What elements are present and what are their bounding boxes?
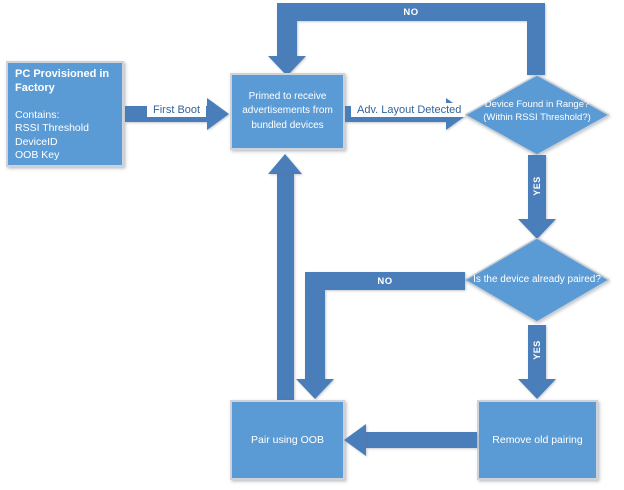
edge-label-not-paired-no: NO — [377, 275, 393, 287]
factory-contains-heading: Contains: — [15, 108, 60, 121]
edge-label-first-boot: First Boot — [147, 103, 207, 117]
node-primed-to-receive: Primed to receive advertisements from bu… — [230, 73, 345, 150]
decision-already-paired-label: Is the device already paired? — [473, 274, 601, 285]
edge-pair-to-primed-shaft — [277, 174, 294, 400]
edge-label-paired-yes: YES — [532, 340, 542, 360]
no-loop-arrowhead-icon — [268, 56, 306, 76]
remove-to-pair-arrowhead-icon — [344, 424, 366, 456]
spacer — [15, 96, 115, 109]
decision-device-found-label: Device Found in Range? (Within RSSI Thre… — [467, 99, 607, 125]
node-pair-using-oob: Pair using OOB — [230, 400, 345, 480]
paired-yes-arrowhead-icon — [518, 379, 556, 399]
node-pc-provisioned: PC Provisioned in Factory Contains: RSSI… — [6, 61, 124, 167]
edge-remove-to-pair-shaft — [366, 432, 477, 448]
edge-no-loop-vertical-left — [277, 21, 297, 56]
factory-item-deviceid: DeviceID — [15, 135, 58, 148]
found-yes-arrowhead-icon — [518, 219, 556, 239]
edge-not-paired-horizontal: NO — [305, 272, 465, 290]
factory-item-oobkey: OOB Key — [15, 149, 60, 162]
not-paired-arrowhead-icon — [296, 379, 334, 399]
node-remove-old-pairing: Remove old pairing — [477, 400, 598, 480]
edge-found-yes-shaft — [528, 155, 546, 219]
first-boot-arrowhead-icon — [207, 98, 229, 130]
decision-device-found — [465, 75, 609, 155]
edge-label-found-yes: YES — [532, 176, 542, 196]
node-pc-provisioned-title: PC Provisioned in Factory — [15, 68, 110, 94]
factory-item-rssi: RSSI Threshold — [15, 122, 89, 135]
node-remove-old-pairing-label: Remove old pairing — [492, 434, 583, 446]
node-primed-label: Primed to receive advertisements from bu… — [242, 90, 333, 131]
edge-label-no-loop: NO — [403, 6, 419, 18]
edge-label-adv-layout: Adv. Layout Detected — [351, 103, 468, 117]
edge-no-loop-vertical-right — [527, 21, 545, 75]
edge-no-loop-horizontal: NO — [277, 3, 545, 21]
decision-device-found-line1: Device Found in Range? — [484, 99, 590, 110]
decision-device-found-line2: (Within RSSI Threshold?) — [483, 111, 591, 123]
decision-already-paired — [465, 238, 609, 322]
edge-not-paired-vertical — [305, 290, 325, 379]
node-pair-using-oob-label: Pair using OOB — [251, 434, 324, 446]
edge-paired-yes-shaft — [528, 325, 546, 379]
pair-to-primed-arrowhead-icon — [268, 154, 302, 174]
